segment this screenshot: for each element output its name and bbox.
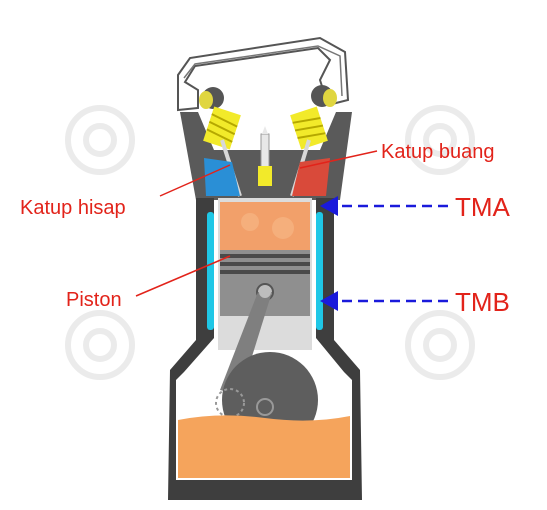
- piston-label: Piston: [66, 290, 122, 310]
- coolant-channel-right: [316, 212, 323, 330]
- intake-valve-label: Katup hisap: [20, 198, 126, 218]
- watermark-gear-icon: [68, 108, 132, 172]
- exhaust-valve-label: Katup buang: [381, 142, 494, 162]
- coolant-channel-left: [207, 212, 214, 330]
- watermark-gear-icon: [68, 313, 132, 377]
- bdc-label: TMB: [455, 289, 510, 315]
- tdc-label: TMA: [455, 194, 510, 220]
- combustion-chamber: [220, 202, 310, 250]
- crankcase-oil: [178, 415, 350, 478]
- watermark-gear-icon: [408, 313, 472, 377]
- piston-pointer-line: [136, 256, 230, 296]
- bdc-arrow: [320, 291, 448, 311]
